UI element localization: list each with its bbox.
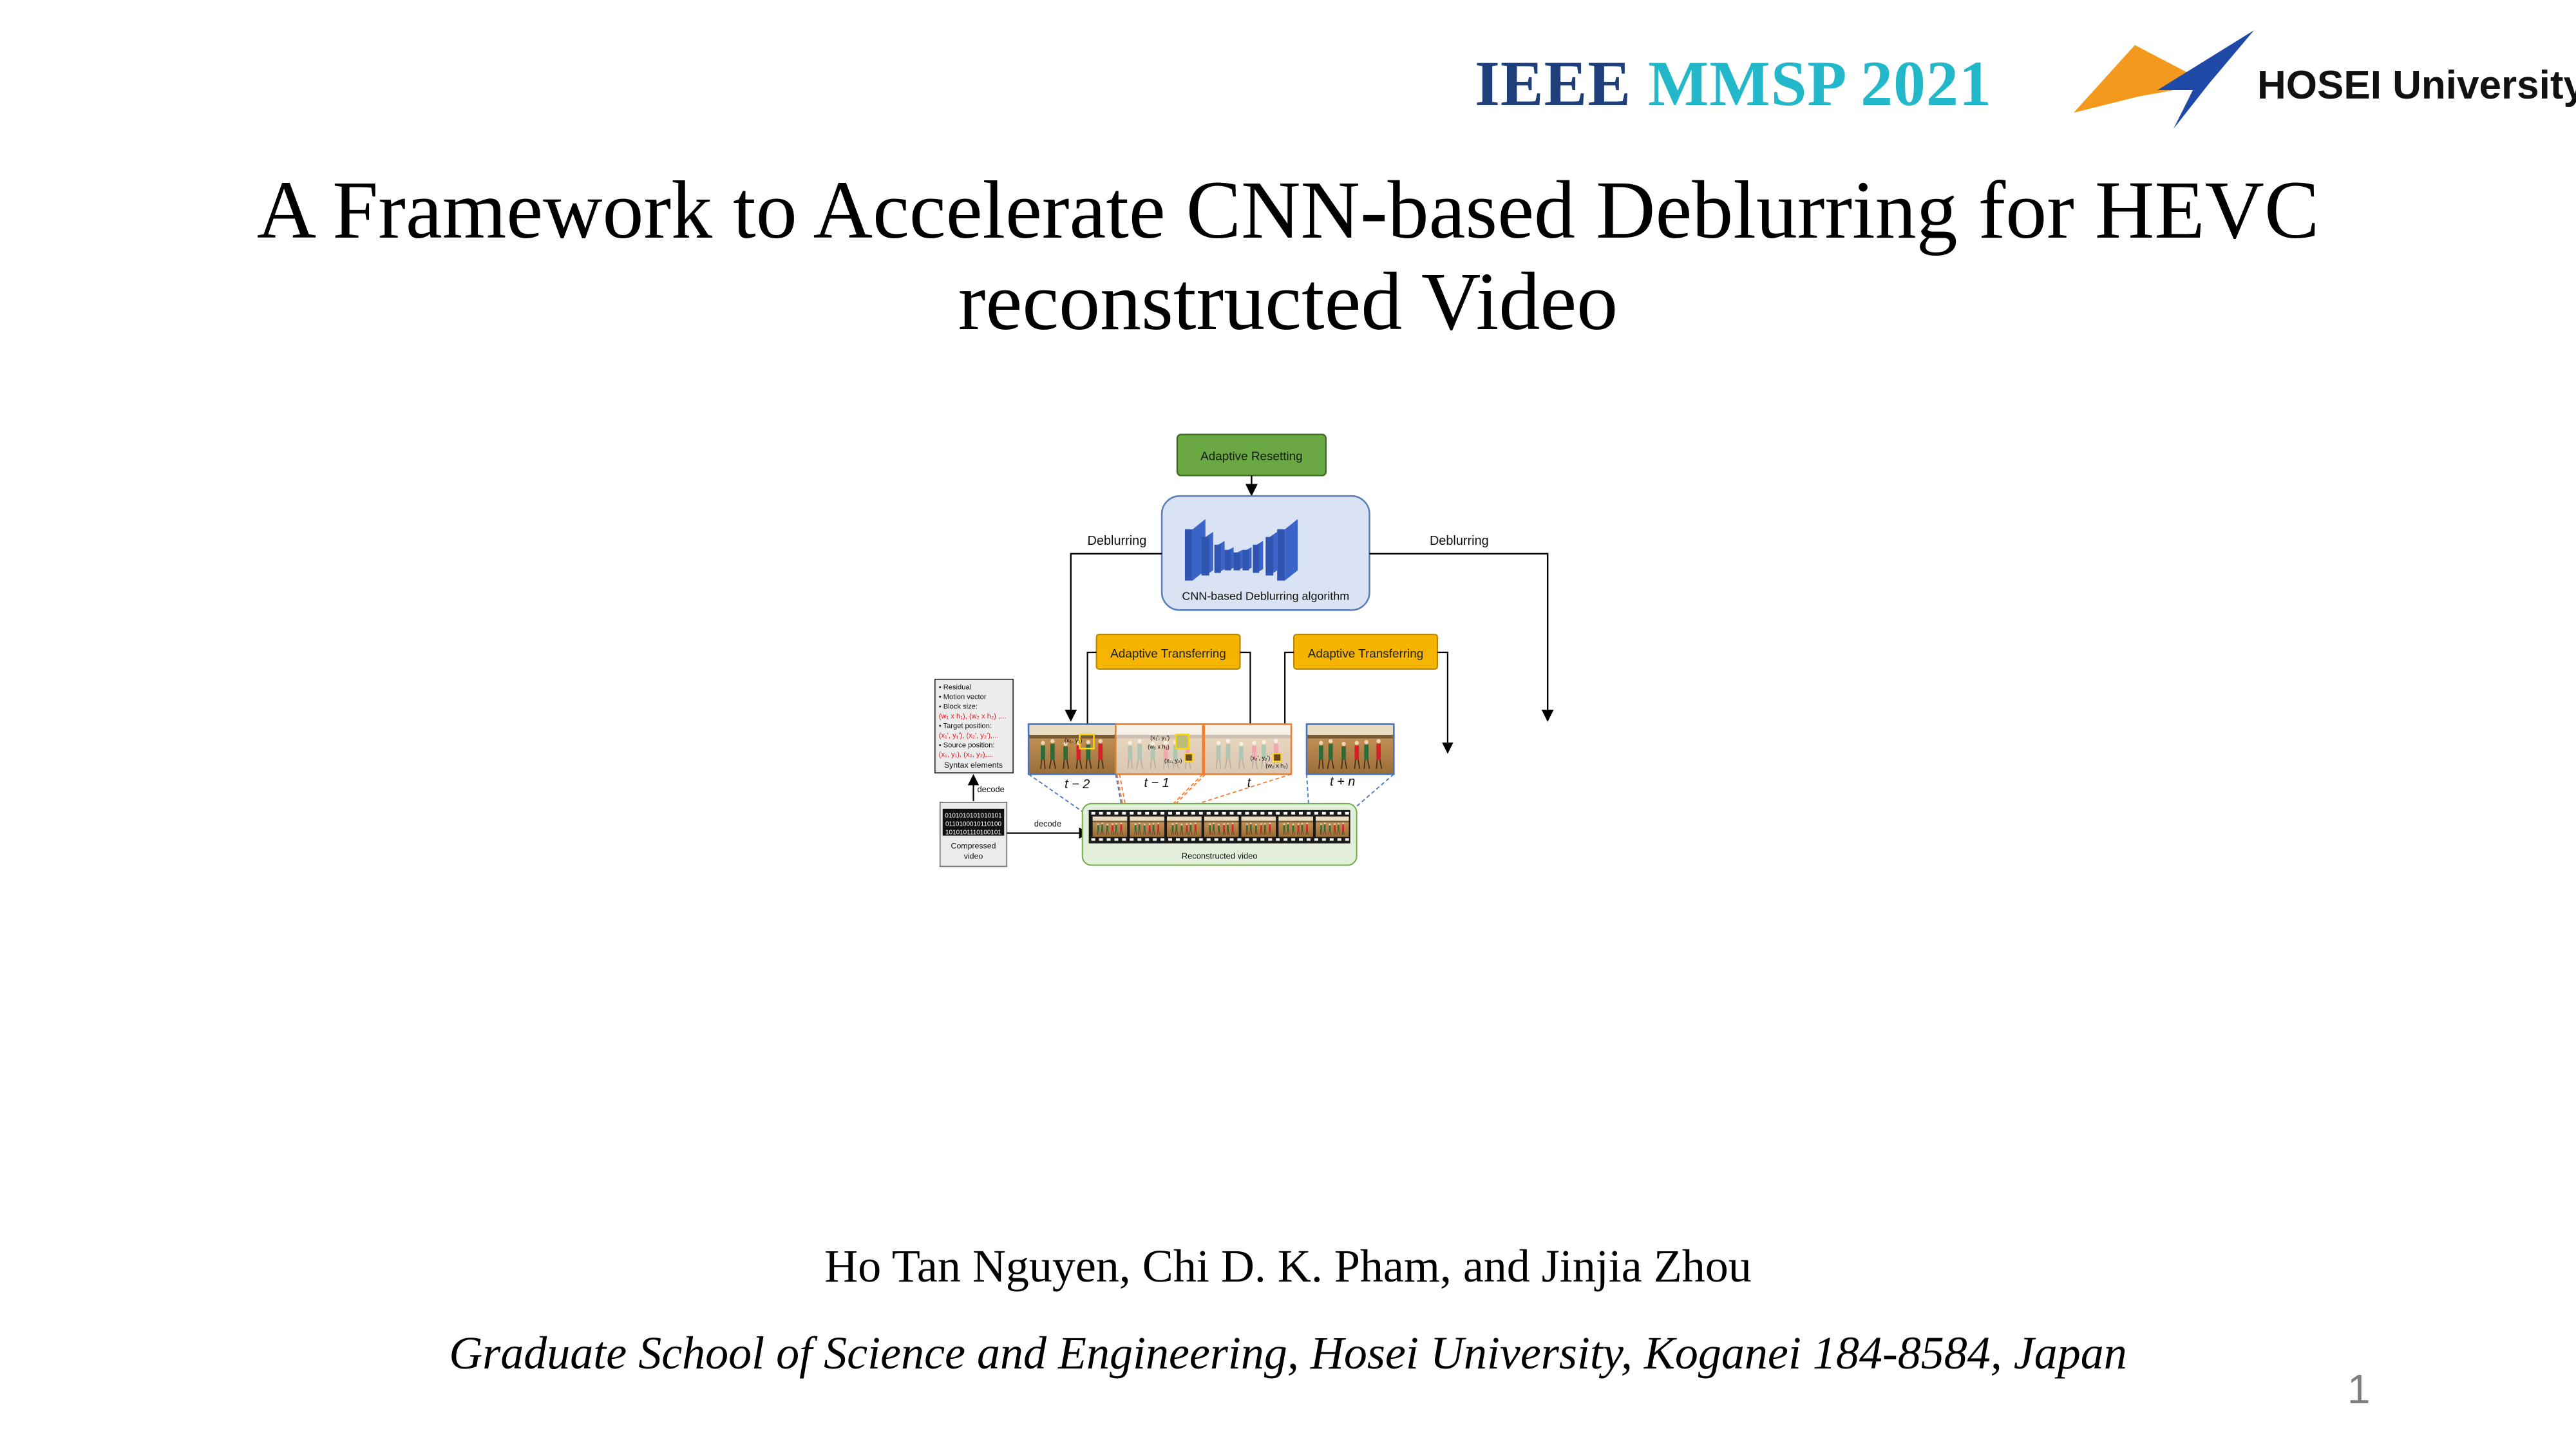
frame-t: (x₂', y₂') (w₂ x h₂): [1203, 723, 1293, 775]
frame-label-t-minus-2: t − 2: [1065, 777, 1090, 791]
syntax-target-values: (x₁', y₁'), (x₂', y₂'),...: [939, 732, 999, 739]
conference-ieee: IEEE: [1475, 48, 1632, 119]
syntax-source-values: (x₁, y₁), (x₂, y₂),...: [939, 751, 993, 759]
syntax-block-sizes: (w₁ x h₁), (w₂ x h₂) ,...: [939, 713, 1007, 721]
frame-label-t-plus-n: t + n: [1330, 775, 1355, 789]
block-marker-f1: [1079, 734, 1095, 750]
frame-label-t-minus-1: t − 1: [1144, 776, 1169, 790]
syntax-target-label: • Target position:: [939, 722, 992, 730]
title-line-2: reconstructed Video: [958, 256, 1618, 347]
university-name: HOSEI University: [2257, 63, 2576, 108]
block-marker-f3: [1273, 753, 1282, 762]
logo-blue-wing-icon: [2157, 30, 2254, 129]
cnn-network-icon: [1184, 519, 1298, 581]
page-number: 1: [2347, 1366, 2371, 1412]
cnn-deblurring-box: CNN-based Deblurring algorithm: [1160, 495, 1370, 611]
arrow-deblurring-right: [1369, 553, 1554, 722]
framework-diagram: Adaptive Resetting CNN-based Deblurring …: [934, 433, 1554, 867]
syntax-source-label: • Source position:: [939, 741, 995, 749]
reconstructed-label: Reconstructed video: [1182, 851, 1258, 860]
connector-at2-left: [1284, 651, 1294, 753]
annotation-f2-wh1: (w₁ x h₁): [1148, 743, 1170, 750]
film-strip: [1088, 810, 1350, 844]
annotation-f1-xy: (x₁, y₁): [1065, 737, 1083, 744]
bits-line-1: 0101010101010101: [945, 813, 1002, 820]
syntax-item-block-size: • Block size:: [939, 703, 978, 711]
adaptive-transferring-box-2: Adaptive Transferring: [1293, 634, 1438, 670]
frame-t-plus-n: [1305, 723, 1395, 775]
compressed-video-box: 0101010101010101 0110100010110100 101010…: [939, 801, 1008, 867]
adaptive-resetting-label: Adaptive Resetting: [1200, 450, 1303, 463]
reconstructed-video-box: Reconstructed video: [1081, 802, 1358, 866]
connector-at1-right: [1240, 651, 1256, 749]
adaptive-transferring-label-1: Adaptive Transferring: [1110, 647, 1226, 661]
conference-mmsp: MMSP 2021: [1648, 48, 1992, 119]
adaptive-transferring-box-1: Adaptive Transferring: [1095, 634, 1241, 670]
title-line-1: A Framework to Accelerate CNN-based Debl…: [256, 164, 2320, 256]
deblurring-left-label: Deblurring: [1088, 534, 1147, 548]
connector-at2-right: [1437, 651, 1454, 754]
authors: Ho Tan Nguyen, Chi D. K. Pham, and Jinji…: [824, 1240, 1752, 1292]
block-marker-f2-a: [1175, 734, 1190, 750]
logo-orange-wing-icon: [2074, 45, 2209, 113]
cnn-label: CNN-based Deblurring algorithm: [1182, 589, 1349, 602]
arrow-deblurring-left: [1065, 553, 1162, 722]
frame-t-minus-2: (x₁, y₁): [1027, 723, 1117, 775]
bits-line-3: 1010101110100101: [945, 829, 1001, 837]
connector-at1-left: [1086, 651, 1097, 745]
decode-vertical-label: decode: [977, 784, 1004, 794]
compressed-label-2: video: [964, 851, 983, 860]
block-marker-f2-b: [1184, 753, 1193, 762]
syntax-elements-box: • Residual • Motion vector • Block size:…: [934, 678, 1014, 773]
bits-line-2: 0110100010110100: [945, 821, 1001, 828]
conference-name: IEEE MMSP 2021: [1475, 46, 1992, 120]
decode-horizontal-label: decode: [1034, 819, 1061, 829]
slide-title: A Framework to Accelerate CNN-based Debl…: [0, 164, 2576, 347]
annotation-f2-xy2: (x₂, y₂): [1164, 757, 1182, 764]
frame-label-t: t: [1247, 776, 1252, 790]
hosei-university-logo: HOSEI University: [2074, 30, 2576, 129]
deblurring-right-label: Deblurring: [1430, 534, 1489, 548]
compressed-label-1: Compressed: [951, 842, 996, 851]
annotation-f2-xy1p: (x₁', y₁'): [1150, 734, 1170, 741]
syntax-item-residual: • Residual: [939, 684, 971, 692]
syntax-item-motion-vector: • Motion vector: [939, 694, 987, 701]
annotation-f3-xy2p: (x₂', y₂'): [1250, 755, 1270, 761]
adaptive-transferring-label-2: Adaptive Transferring: [1308, 647, 1424, 661]
affiliation: Graduate School of Science and Engineeri…: [449, 1327, 2127, 1379]
syntax-caption: Syntax elements: [944, 761, 1003, 770]
annotation-f3-wh2: (w₂ x h₂): [1265, 762, 1288, 769]
adaptive-resetting-box: Adaptive Resetting: [1176, 433, 1327, 477]
frame-t-minus-1: (x₁', y₁') (w₁ x h₁) (x₂, y₂): [1115, 723, 1204, 775]
